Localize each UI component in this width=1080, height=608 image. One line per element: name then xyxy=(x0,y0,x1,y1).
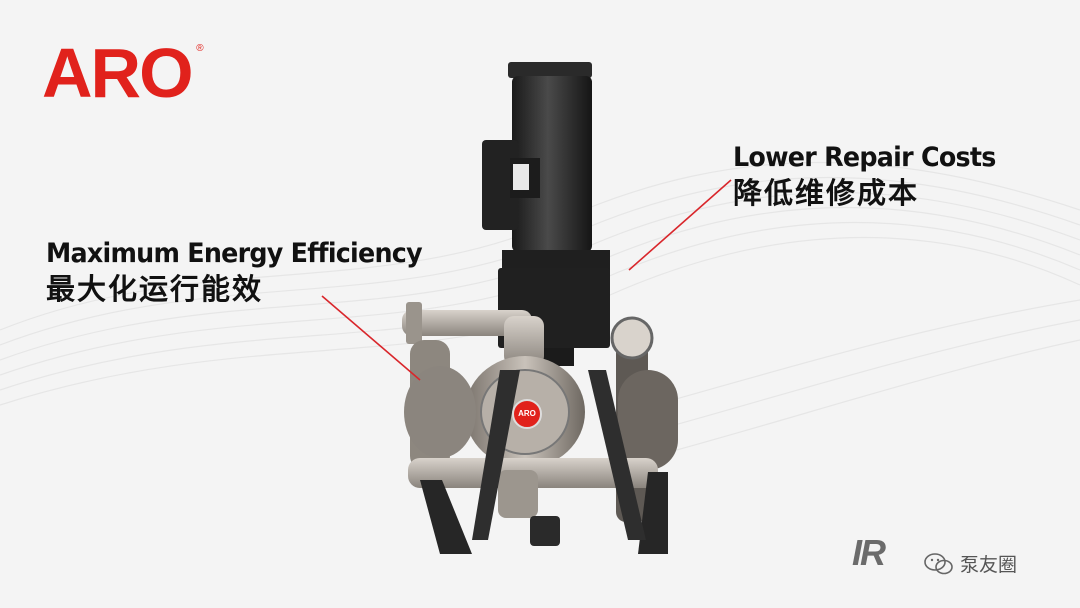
callout-repair-costs-zh: 降低维修成本 xyxy=(733,176,920,211)
ingersoll-rand-logo: IR xyxy=(852,532,886,574)
pump-aro-badge-text: ARO xyxy=(518,409,536,418)
callout-energy-efficiency-en: Maximum Energy Efficiency xyxy=(46,238,423,269)
aro-logo: ARO ® xyxy=(42,38,204,108)
registered-mark: ® xyxy=(196,43,204,54)
wechat-icon xyxy=(924,552,953,574)
pump-aro-badge: ARO xyxy=(512,399,542,429)
wechat-watermark: 泵友圈 xyxy=(924,550,1017,577)
callout-energy-efficiency: Maximum Energy Efficiency 最大化运行能效 xyxy=(46,238,446,310)
watermark-text: 泵友圈 xyxy=(960,554,1018,576)
callout-repair-costs: Lower Repair Costs 降低维修成本 xyxy=(733,142,1012,214)
callout-energy-efficiency-zh: 最大化运行能效 xyxy=(46,272,264,307)
ir-logo-text: IR xyxy=(852,532,886,573)
callout-repair-costs-en: Lower Repair Costs xyxy=(733,142,996,173)
aro-logo-text: ARO xyxy=(42,34,194,112)
pump-image xyxy=(402,62,678,554)
